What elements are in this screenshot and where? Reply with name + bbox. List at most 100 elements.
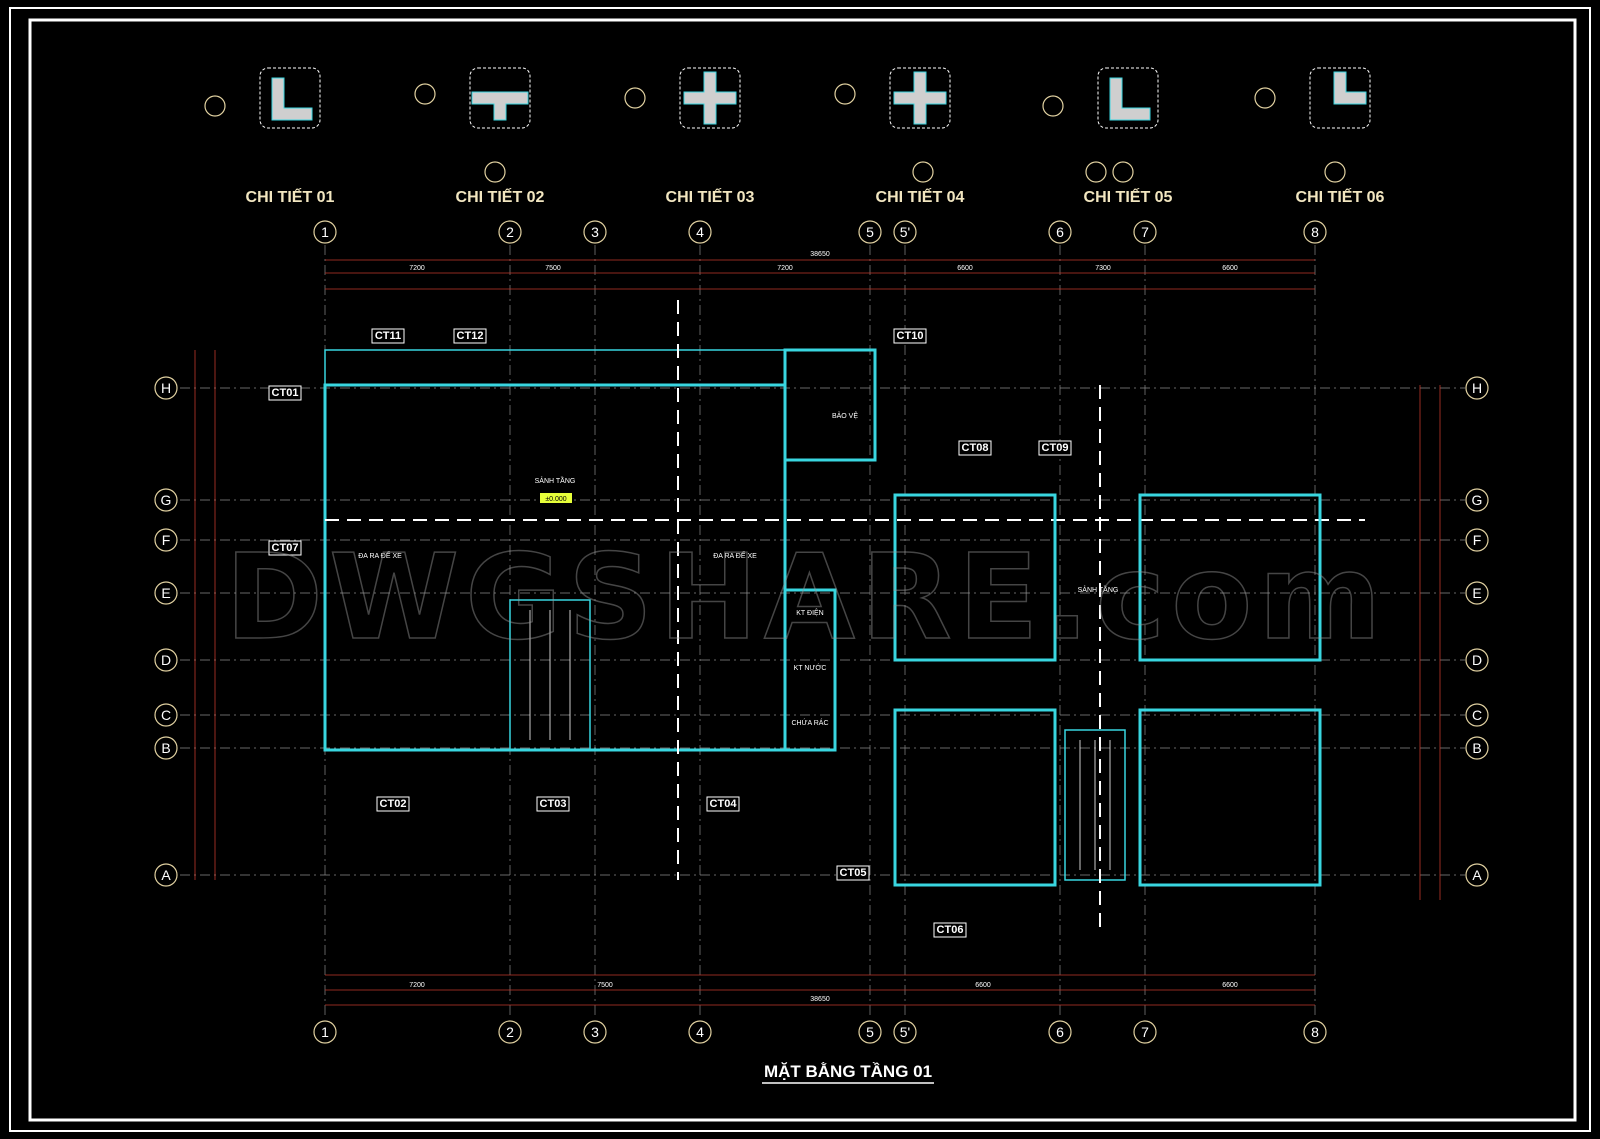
axis-bubble xyxy=(834,83,856,105)
overall-dim-top: 38650 xyxy=(810,251,830,258)
axis-label-x: 2 xyxy=(506,1024,514,1040)
column-tag-label: CT02 xyxy=(380,798,407,810)
axis-label-x: 5 xyxy=(866,224,874,240)
plan-title: MẶT BẰNG TẦNG 01 xyxy=(764,1062,932,1081)
column-tag-box xyxy=(453,328,487,344)
axis-bubble-y xyxy=(154,581,178,605)
column-tag-box xyxy=(933,922,967,938)
axis-bubble-y xyxy=(1465,863,1489,887)
axis-label-y: G xyxy=(161,492,172,508)
axis-bubble-x xyxy=(893,1020,917,1044)
column-tag-label: CT05 xyxy=(840,867,867,879)
left-block-balcony xyxy=(324,349,785,385)
axis-label-y: D xyxy=(161,652,171,668)
axis-bubble xyxy=(204,95,226,117)
axis-bubble-x xyxy=(858,1020,882,1044)
axis-bubble-y xyxy=(1465,703,1489,727)
column-tag-label: CT03 xyxy=(540,798,567,810)
axis-label-x: 6 xyxy=(1056,224,1064,240)
column-section xyxy=(471,91,529,121)
axis-bubble xyxy=(1324,161,1346,183)
axis-label-x: 8 xyxy=(1311,224,1319,240)
column-tag-label: CT07 xyxy=(272,542,299,554)
axis-bubble-x xyxy=(498,220,522,244)
outer-frame xyxy=(9,7,1591,1132)
span-dim-top: 6600 xyxy=(957,265,973,272)
axis-bubble-y xyxy=(154,703,178,727)
axis-bubble-y xyxy=(154,863,178,887)
axis-label-y: A xyxy=(1472,867,1482,883)
column-tag-box xyxy=(268,540,302,556)
column-outline xyxy=(679,67,741,129)
axis-label-y: H xyxy=(161,380,171,396)
column-tag-box xyxy=(376,796,410,812)
axis-label-x: 3 xyxy=(591,224,599,240)
axis-bubble-x xyxy=(1133,220,1157,244)
column-outline xyxy=(259,67,321,129)
axis-label-y: G xyxy=(1472,492,1483,508)
axis-bubble-y xyxy=(154,528,178,552)
column-section xyxy=(1109,77,1151,121)
axis-bubble-x xyxy=(688,1020,712,1044)
column-tag-box xyxy=(706,796,740,812)
room-lobby-right: SẢNH TẦNG xyxy=(1078,584,1119,594)
left-block: SẢNH TẦNG ±0.000 ĐA RA ĐỂ XE ĐA RA ĐỂ XE… xyxy=(323,300,1365,880)
axis-label-y: D xyxy=(1472,652,1482,668)
detail-6: CHI TIẾT 06 xyxy=(1254,67,1385,206)
stair-treads xyxy=(529,610,571,740)
apartment-top-right xyxy=(1138,493,1322,662)
axis-label-y: E xyxy=(161,585,170,601)
axis-bubble xyxy=(1085,161,1107,183)
level-marker xyxy=(540,493,572,503)
inner-frame xyxy=(28,18,1577,1122)
axis-label-x: 7 xyxy=(1141,1024,1149,1040)
detail-2: CHI TIẾT 02 xyxy=(414,67,545,206)
guard-room xyxy=(783,348,877,462)
axis-bubble-y xyxy=(154,736,178,760)
column-tag-box xyxy=(958,440,992,456)
column-tag-label: CT11 xyxy=(375,330,401,342)
axis-bubble xyxy=(1254,87,1276,109)
column-tag-box xyxy=(268,385,302,401)
column-tag-box xyxy=(1038,440,1072,456)
axis-bubble xyxy=(484,161,506,183)
span-dim-bottom: 6600 xyxy=(975,982,991,989)
room-trash: CHỨA RÁC xyxy=(791,718,828,727)
axis-bubble-y xyxy=(1465,488,1489,512)
column-outline xyxy=(469,67,531,129)
detail-1: CHI TIẾT 01 xyxy=(204,67,335,206)
axis-label-y: F xyxy=(1473,532,1482,548)
axis-bubble-x xyxy=(313,220,337,244)
column-outline xyxy=(1309,67,1371,129)
column-tag-label: CT06 xyxy=(937,924,964,936)
span-dim-bottom: 7500 xyxy=(597,982,613,989)
axis-bubble-x xyxy=(583,1020,607,1044)
column-tag-label: CT08 xyxy=(962,442,989,454)
apartment-top-left xyxy=(893,493,1057,662)
axis-bubble-x xyxy=(1303,220,1327,244)
overall-dim-bottom: 38650 xyxy=(810,996,830,1003)
stair-core xyxy=(509,599,591,751)
room-parking-left: ĐA RA ĐỂ XE xyxy=(358,551,402,560)
column-section xyxy=(1333,71,1367,105)
detail-4: CHI TIẾT 04 xyxy=(834,67,965,206)
column-section xyxy=(683,71,737,125)
axis-label-x: 5' xyxy=(900,1024,910,1040)
axis-label-y: H xyxy=(1472,380,1482,396)
axis-label-y: B xyxy=(161,740,170,756)
axis-bubble xyxy=(912,161,934,183)
axis-label-x: 1 xyxy=(321,224,329,240)
axis-bubble-y xyxy=(1465,736,1489,760)
detail-title: CHI TIẾT 06 xyxy=(1296,187,1385,206)
axis-bubble xyxy=(624,87,646,109)
column-tag-label: CT12 xyxy=(457,330,484,342)
axis-bubble-x xyxy=(1048,220,1072,244)
column-tag-label: CT01 xyxy=(272,387,299,399)
column-tag-label: CT09 xyxy=(1042,442,1069,454)
axis-label-y: C xyxy=(1472,707,1482,723)
axis-bubble-x xyxy=(1048,1020,1072,1044)
detail-title: CHI TIẾT 03 xyxy=(666,187,755,206)
